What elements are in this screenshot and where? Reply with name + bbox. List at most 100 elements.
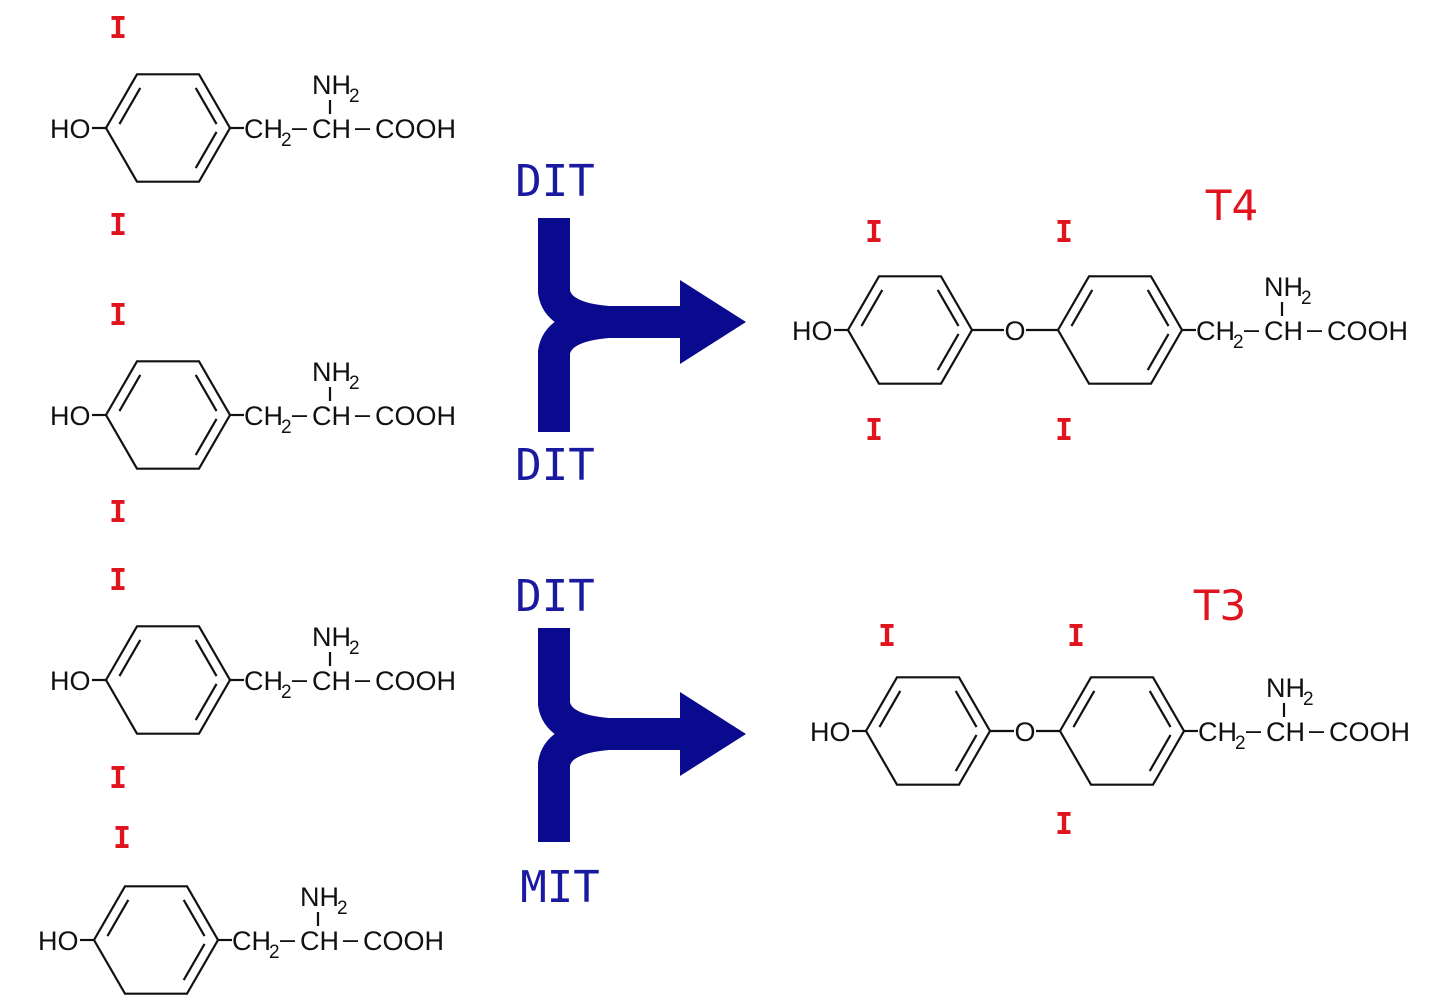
iodine-label: I [109,11,127,46]
product-t3-label: T3 [1193,581,1246,630]
ether-oxygen-label: O [1014,717,1035,747]
ch2-subscript: 2 [1235,733,1246,754]
cooh-label: COOH [1329,717,1410,747]
cooh-label: COOH [375,114,456,144]
nh2-subscript: 2 [1303,689,1314,710]
ring-double-bond [194,374,218,412]
ring-outline [104,625,232,735]
ring-double-bond [182,899,206,937]
dash: – [1309,715,1324,745]
arrow-lower-branch [538,306,610,432]
iodine-label: I [1055,413,1073,448]
iodine-label: I [1055,215,1073,250]
iodine-label: I [865,215,883,250]
cooh-label: COOH [1327,316,1408,346]
iodine-label: I [109,761,127,796]
arrow-head [680,692,746,776]
dash: – [343,924,358,954]
ho-label: HO [792,316,833,346]
dash: – [1307,314,1322,344]
cooh-label: COOH [375,666,456,696]
ring-double-bond [1070,289,1094,327]
iodine-label: I [1055,807,1073,842]
cooh-label: COOH [375,401,456,431]
nh2-subscript: 2 [337,898,348,919]
ring-double-bond [106,899,130,937]
arrow-lower-branch [538,718,610,842]
iodine-label: I [865,413,883,448]
arrow-head [680,280,746,364]
nh2-label: NH [1266,673,1305,703]
ring-double-bond [954,734,978,772]
ring-double-bond [1146,289,1170,327]
nh2-label: NH [1264,272,1303,302]
nh2-subscript: 2 [349,638,360,659]
dash: – [355,664,370,694]
dash: – [292,112,307,142]
ring-double-bond [936,289,960,327]
ch-label: CH [300,926,339,956]
ch2-label: CH [1196,316,1235,346]
iodine-label: I [113,821,131,856]
iodine-label: I [878,619,896,654]
reaction-arrow-t3 [538,628,746,842]
ring-double-bond [118,639,142,677]
nh2-subscript: 2 [1301,288,1312,309]
iodine-label: I [109,563,127,598]
nh2-subscript: 2 [349,373,360,394]
benzene-ring [104,360,232,470]
cooh-label: COOH [363,926,444,956]
benzene-ring [104,73,232,183]
ch2-subscript: 2 [269,942,280,963]
dash: – [1246,715,1261,745]
reaction-1-top-label: DIT [515,156,594,207]
ring-double-bond [194,639,218,677]
ring-outline [1058,676,1186,786]
ch-label: CH [312,401,351,431]
ring-double-bond [1148,734,1172,772]
nh2-label: NH [312,622,351,652]
reaction-2-bottom-label: MIT [520,862,599,913]
ch2-label: CH [244,114,283,144]
ch-label: CH [1264,316,1303,346]
arrow-upper-branch [538,218,684,338]
ho-label: HO [38,926,79,956]
reaction-arrow-t4 [538,218,746,432]
ch-label: CH [1266,717,1305,747]
dash: – [355,399,370,429]
ring-double-bond [878,690,902,728]
ring-double-bond [194,418,218,456]
benzene-ring [104,625,232,735]
ring-outline [846,275,974,385]
nh2-subscript: 2 [349,86,360,107]
nh2-label: NH [312,357,351,387]
ring-double-bond [194,87,218,125]
ring-double-bond [194,131,218,169]
dash: – [280,924,295,954]
ring-outline [104,73,232,183]
ch2-subscript: 2 [1233,332,1244,353]
dash: – [1244,314,1259,344]
ring-double-bond [182,943,206,981]
nh2-label: NH [300,882,339,912]
ring-outline [864,676,992,786]
reaction-2-top-label: DIT [515,571,594,622]
ring-double-bond [936,333,960,371]
ring-double-bond [1072,690,1096,728]
ho-label: HO [50,114,91,144]
ether-oxygen-label: O [1004,316,1025,346]
iodine-label: I [1067,619,1085,654]
reaction-1-bottom-label: DIT [515,440,594,491]
ring-double-bond [194,683,218,721]
inner-ring [846,275,974,385]
ch2-label: CH [232,926,271,956]
ring-double-bond [118,87,142,125]
